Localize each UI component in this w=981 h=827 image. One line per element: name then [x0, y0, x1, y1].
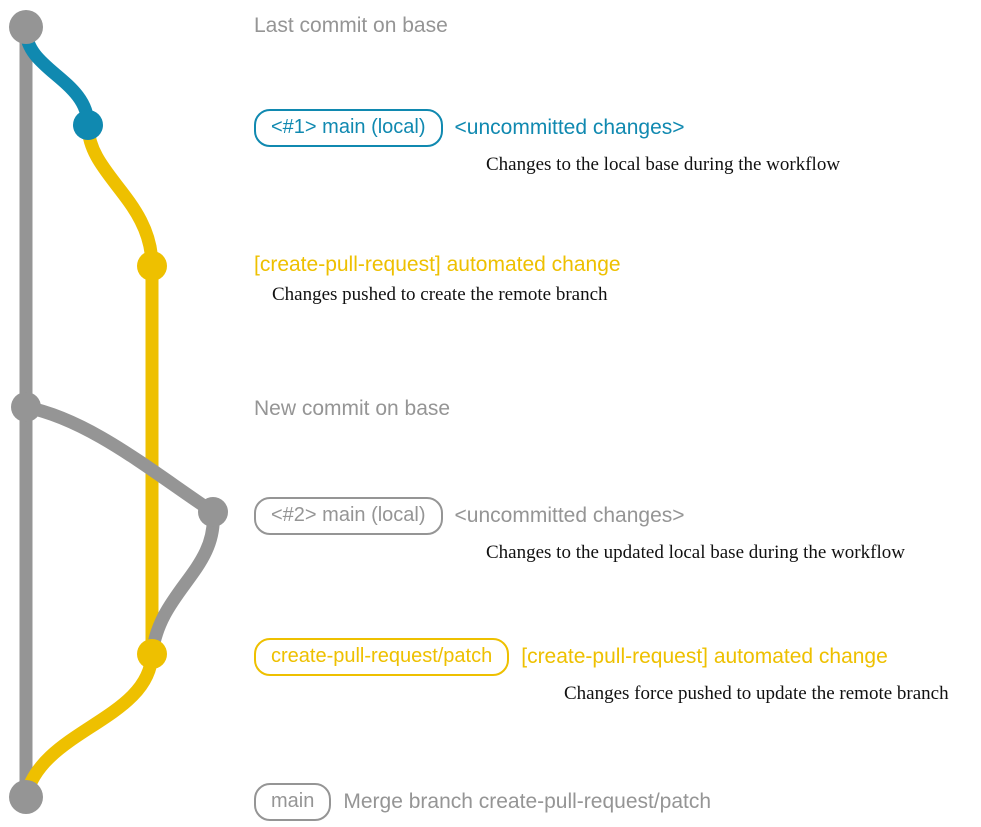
commit-subject: [create-pull-request] automated change — [521, 645, 888, 668]
commit-entry: Last commit on base — [254, 14, 448, 38]
commit-subject: <uncommitted changes> — [454, 504, 685, 527]
commit-node-base-new[interactable] — [11, 392, 41, 422]
commit-entry-head: Last commit on base — [254, 14, 448, 38]
edge-local1-to-patch1 — [81, 118, 159, 273]
commit-entry: <#2> main (local) <uncommitted changes> Ch… — [254, 497, 905, 564]
commit-entry-head: create-pull-request/patch [create-pull-re… — [254, 638, 949, 676]
commit-subject: Last commit on base — [254, 14, 448, 37]
commit-node-base-merge[interactable] — [9, 780, 43, 814]
branch-ref-chip[interactable]: <#2> main (local) — [254, 497, 443, 535]
commit-note: Changes to the updated local base during… — [486, 542, 905, 563]
commit-node-patch-2[interactable] — [137, 639, 167, 669]
commit-entry: create-pull-request/patch [create-pull-re… — [254, 638, 949, 705]
commit-entry-head: main Merge branch create-pull-request/pat… — [254, 783, 711, 821]
branch-ref-chip[interactable]: main — [254, 783, 332, 821]
commit-entry: main Merge branch create-pull-request/pat… — [254, 783, 711, 821]
branch-ref-chip[interactable]: create-pull-request/patch — [254, 638, 510, 676]
commit-subject: <uncommitted changes> — [454, 116, 685, 139]
commit-entry-head: <#1> main (local) <uncommitted changes> — [254, 109, 840, 147]
commit-note: Changes force pushed to update the remot… — [564, 683, 949, 704]
commit-node-local-1[interactable] — [73, 110, 103, 140]
commit-entry-head: <#2> main (local) <uncommitted changes> — [254, 497, 905, 535]
commit-entry: New commit on base — [254, 397, 450, 421]
commit-entry-head: New commit on base — [254, 397, 450, 421]
commit-subject: [create-pull-request] automated change — [254, 253, 621, 276]
commit-subject: New commit on base — [254, 397, 451, 420]
commit-node-local-2[interactable] — [198, 497, 228, 527]
commit-entry-head: [create-pull-request] automated change — [254, 253, 621, 277]
commit-note: Changes pushed to create the remote bran… — [272, 284, 608, 305]
commit-node-patch-1[interactable] — [137, 251, 167, 281]
edge-basenew-to-local2 — [19, 400, 220, 519]
edge-local2-to-patch2 — [145, 505, 220, 661]
commit-note: Changes to the local base during the wor… — [486, 154, 841, 175]
commit-subject: Merge branch create-pull-request/patch — [343, 790, 712, 813]
commit-node-base-last[interactable] — [9, 10, 43, 44]
branch-ref-chip[interactable]: <#1> main (local) — [254, 109, 443, 147]
commit-entry: <#1> main (local) <uncommitted changes> Ch… — [254, 109, 840, 176]
edge-patch2-to-merge — [19, 647, 159, 804]
